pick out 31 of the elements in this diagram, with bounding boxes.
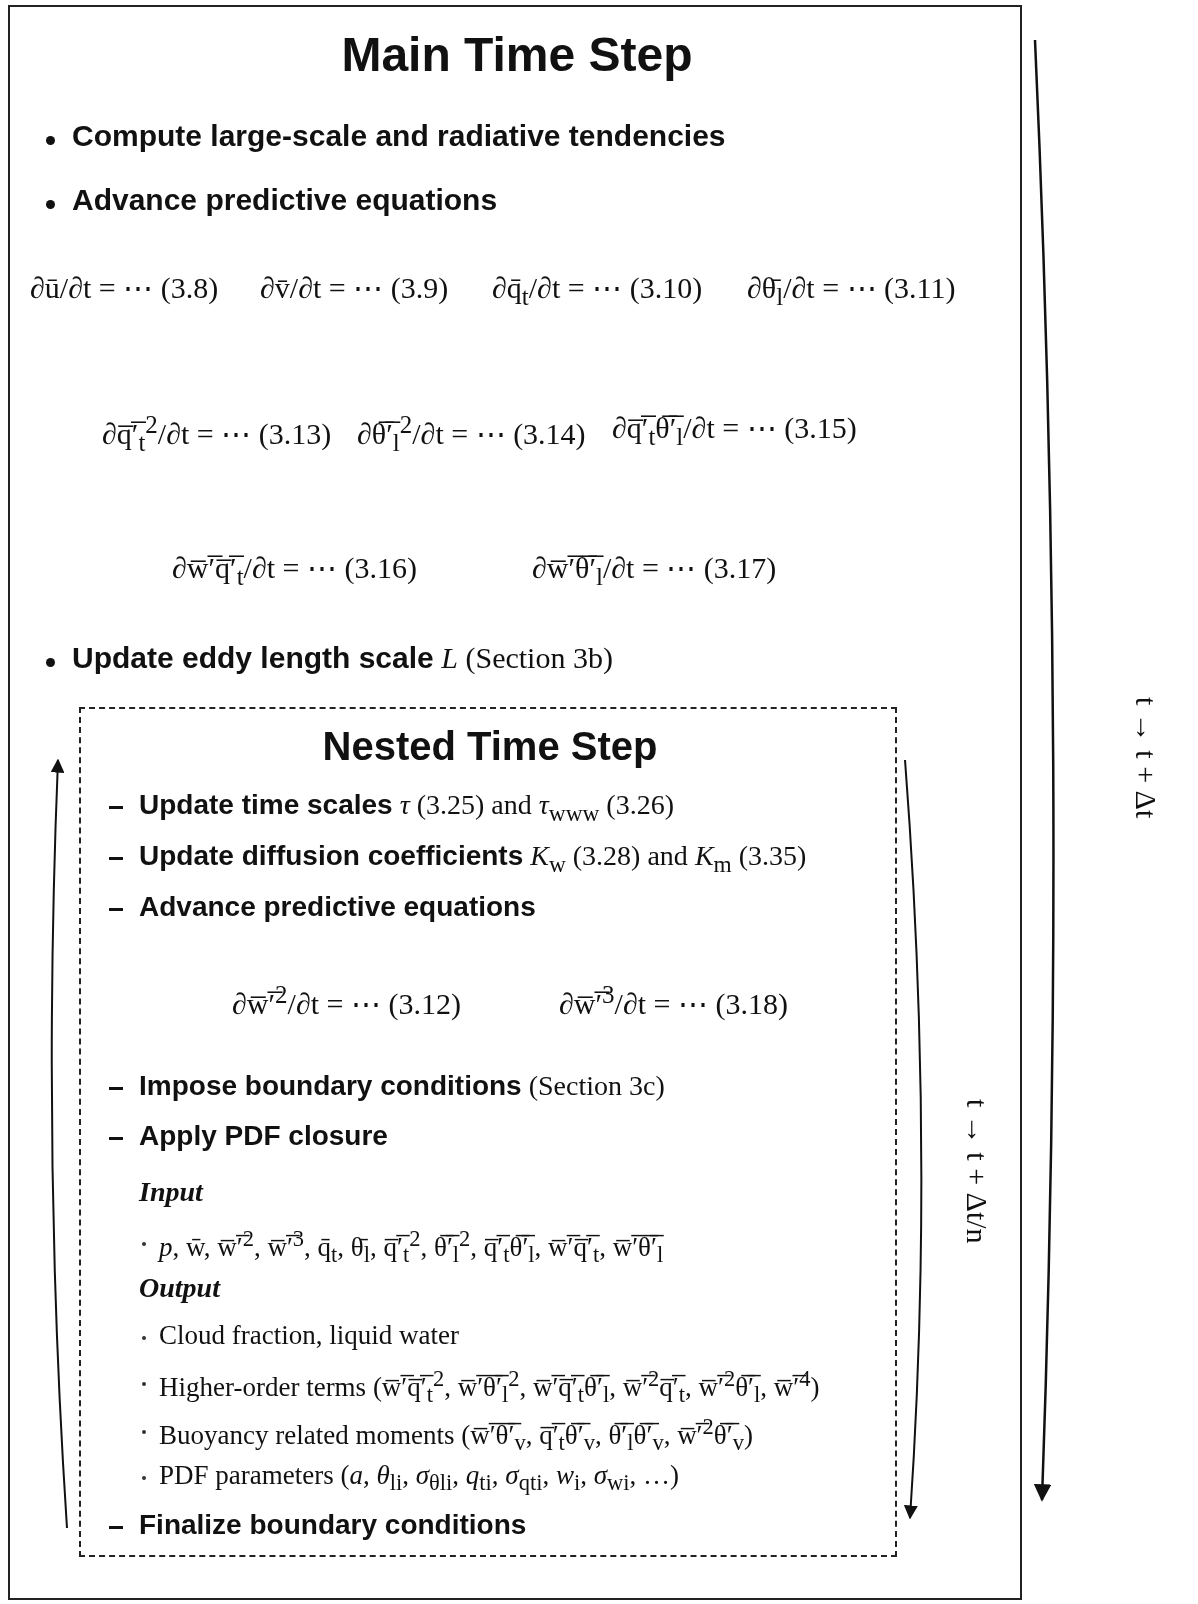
equation: ∂ū/∂t = ⋯ (3.8) — [30, 271, 219, 306]
step-text: Apply PDF closure — [139, 1120, 388, 1153]
heading: Main Time Step — [341, 27, 693, 83]
step-text: Advance predictive equations — [139, 891, 536, 924]
list-item: Higher-order terms (w̅′̅q̅′̅$_{t}$$^{2}$, w̅′̅θ̅′̅$_{l}$$^{2}$, w̅′̅q̅′̅$_{t}$θ̅′̅$_{l}$, w̅′̅$^{2}$q̅′̅$_{t}$, w̅′̅$^{2}$θ̅′̅$_{l}$, w̅′̅$^{4}$) — [159, 1366, 820, 1409]
step-text: Finalize boundary conditions — [139, 1509, 527, 1542]
equation: ∂q̅′̅$_{t}$θ̅′̅$_{l}$/∂t = ⋯ (3.15) — [612, 411, 857, 452]
list-item: Cloud fraction, liquid water — [159, 1320, 459, 1352]
subheading: Output — [139, 1272, 220, 1305]
equation: ∂q̄$_{t}$/∂t = ⋯ (3.10) — [492, 271, 703, 312]
step-text: Update diffusion coefficients K$_{w}$ (3.28) and K$_{m}$ (3.35) — [139, 840, 807, 878]
subheading: Input — [139, 1176, 203, 1209]
equation: ∂w̅′̅q̅′̅$_{t}$/∂t = ⋯ (3.16) — [172, 551, 417, 592]
step-text: Compute large-scale and radiative tendencies — [72, 119, 726, 154]
step-text: Advance predictive equations — [72, 183, 498, 218]
step-text: Update eddy length scale L (Section 3b) — [72, 641, 613, 676]
list-item: p, w̄, w̅′̅$^{2}$, w̅′̅$^{3}$, q̄$_{t}$, θ̄$_{l}$, q̅′̅$_{t}$$^{2}$, θ̅′̅$_{l}$$^{2}$, q̅′̅$_{t}$θ̅′̅$_{l}$, w̅′̅q̅′̅$_{t}$, w̅′̅θ̅′̅$_{l}$ — [159, 1226, 664, 1269]
heading: Nested Time Step — [322, 723, 658, 769]
equation: ∂w̅′̅θ̅′̅$_{l}$/∂t = ⋯ (3.17) — [532, 551, 777, 592]
equation: ∂θ̅′̅$_{l}$$^{2}$/∂t = ⋯ (3.14) — [357, 411, 586, 458]
step-text: Impose boundary conditions (Section 3c) — [139, 1070, 665, 1103]
equation: ∂q̅′̅$_{t}$$^{2}$/∂t = ⋯ (3.13) — [102, 411, 332, 458]
time-update-label: t → t + Δt/n — [959, 1099, 994, 1244]
list-item: Buoyancy related moments (w̅′̅θ̅′̅$_{v}$, q̅′̅$_{t}$θ̅′̅$_{v}$, θ̅′̅$_{l}$θ̅′̅$_{v}$, w̅′̅$^{2}$θ̅′̅$_{v}$) — [159, 1414, 753, 1457]
step-text: Update time scales τ (3.25) and τ$_{www}$ (3.26) — [139, 789, 674, 827]
time-update-label: t → t + Δt — [1128, 697, 1163, 819]
equation: ∂θ̄$_{l}$/∂t = ⋯ (3.11) — [747, 271, 956, 312]
list-item: PDF parameters (a, θ$_{li}$, σ$_{θli}$, q$_{ti}$, σ$_{qti}$, w$_{i}$, σ$_{wi}$, …) — [159, 1460, 680, 1497]
equation: ∂v̄/∂t = ⋯ (3.9) — [260, 271, 449, 306]
equation: ∂w̅′̅$^{3}$/∂t = ⋯ (3.18) — [559, 981, 788, 1022]
equation: ∂w̅′̅$^{2}$/∂t = ⋯ (3.12) — [232, 981, 461, 1022]
